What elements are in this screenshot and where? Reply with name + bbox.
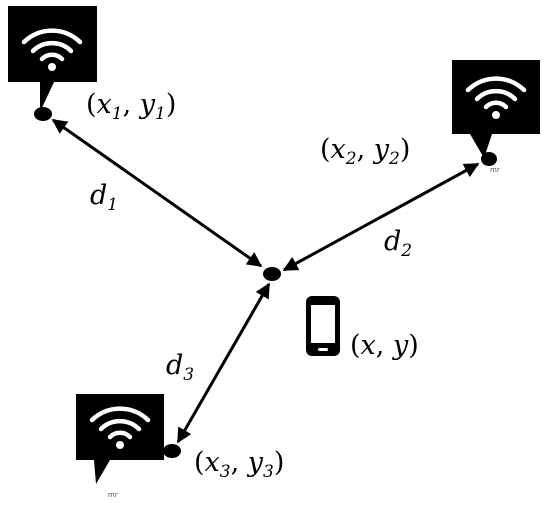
node-ap1 bbox=[34, 107, 52, 121]
watermark-text: mr bbox=[108, 491, 118, 499]
wifi-icon bbox=[21, 28, 83, 71]
arrow-d2 bbox=[282, 162, 480, 272]
wifi-icon bbox=[89, 406, 151, 449]
label-ap1: (x1, y1) bbox=[86, 89, 176, 124]
speech-bubble-2 bbox=[452, 60, 540, 158]
label-ap2: (x2, y2) bbox=[320, 134, 410, 169]
node-device bbox=[263, 267, 281, 281]
smartphone-icon bbox=[306, 296, 340, 356]
label-d3: d3 bbox=[166, 350, 194, 385]
access-point-3: mr bbox=[76, 394, 181, 499]
wifi-icon bbox=[465, 76, 527, 119]
label-d1: d1 bbox=[90, 180, 118, 215]
node-ap3 bbox=[163, 444, 181, 458]
access-point-1 bbox=[8, 6, 97, 121]
node-ap2 bbox=[481, 152, 497, 166]
label-ap3: (x3, y3) bbox=[194, 447, 284, 482]
arrow-d1 bbox=[51, 118, 263, 268]
watermark-text: mr bbox=[490, 166, 500, 174]
label-device: (x, y) bbox=[350, 330, 419, 361]
speech-bubble-1 bbox=[8, 6, 97, 112]
access-point-2: mr bbox=[452, 60, 540, 174]
arrow-d3 bbox=[176, 282, 271, 444]
label-d2: d2 bbox=[384, 226, 412, 261]
